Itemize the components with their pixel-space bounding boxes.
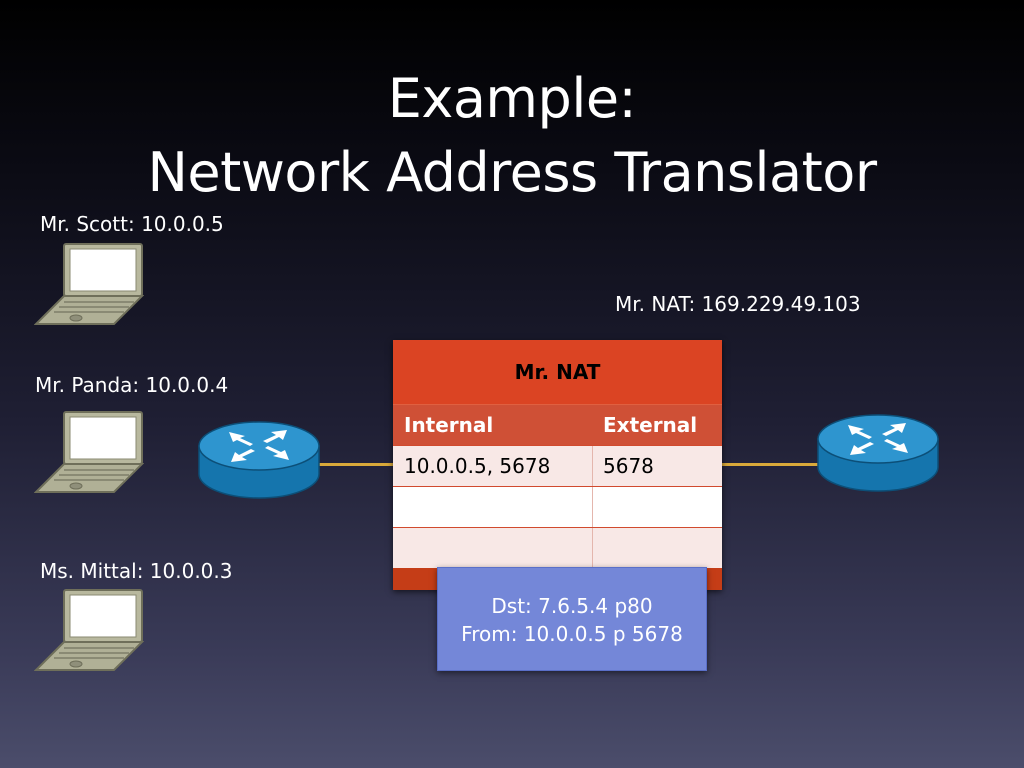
- nat-table-header-row: Internal External: [393, 404, 722, 445]
- column-header-internal: Internal: [404, 413, 494, 437]
- router-icon: [198, 421, 320, 499]
- table-row: [393, 527, 722, 568]
- column-header-external: External: [603, 413, 698, 437]
- laptop-icon: [34, 411, 144, 493]
- laptop-icon: [34, 243, 144, 325]
- packet-destination: Dst: 7.6.5.4 p80: [491, 594, 653, 618]
- laptop-icon: [34, 589, 144, 671]
- cell-external: 5678: [603, 454, 654, 478]
- link-right: [720, 463, 820, 466]
- slide-title: Example: Network Address Translator: [0, 62, 1024, 210]
- nat-table: Mr. NAT Internal External 10.0.0.5, 5678…: [393, 340, 722, 590]
- table-row: [393, 486, 722, 527]
- host-label-mittal: Ms. Mittal: 10.0.0.3: [40, 559, 233, 583]
- cell-internal: 10.0.0.5, 5678: [404, 454, 551, 478]
- cell-divider: [592, 528, 593, 568]
- nat-table-title: Mr. NAT: [393, 340, 722, 404]
- nat-public-label: Mr. NAT: 169.229.49.103: [615, 292, 861, 316]
- title-line-1: Example:: [387, 67, 637, 130]
- host-label-panda: Mr. Panda: 10.0.0.4: [35, 373, 229, 397]
- cell-divider: [592, 446, 593, 486]
- host-label-scott: Mr. Scott: 10.0.0.5: [40, 212, 224, 236]
- link-left: [316, 463, 396, 466]
- packet-box: Dst: 7.6.5.4 p80 From: 10.0.0.5 p 5678: [437, 567, 707, 671]
- table-row: 10.0.0.5, 5678 5678: [393, 445, 722, 486]
- cell-divider: [592, 487, 593, 527]
- title-line-2: Network Address Translator: [147, 141, 877, 204]
- packet-source: From: 10.0.0.5 p 5678: [461, 622, 683, 646]
- router-icon: [817, 414, 939, 492]
